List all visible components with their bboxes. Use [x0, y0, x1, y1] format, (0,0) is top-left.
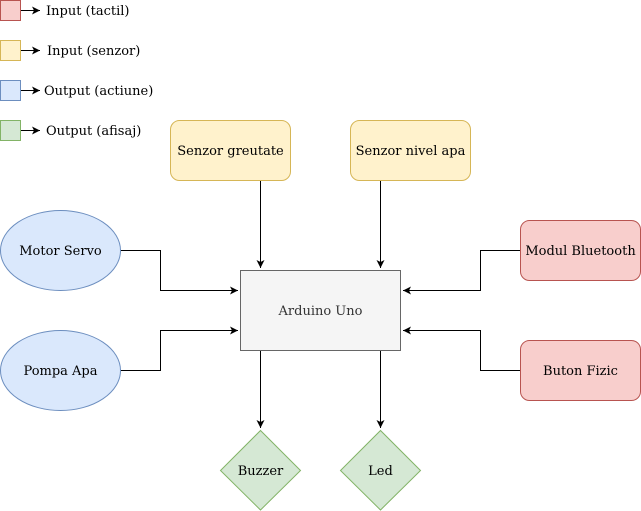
node-label: Pompa Apa [23, 364, 97, 379]
node-led: Led [339, 429, 422, 511]
node-label: Motor Servo [19, 244, 102, 259]
connectors [120, 180, 520, 428]
legend-label: Output (actiune) [44, 84, 153, 99]
legend-item-input-tactil: Input (tactil) [0, 0, 130, 21]
connector-buton-fizic-to-arduino [403, 326, 520, 371]
legend-item-input-senzor: Input (senzor) [0, 40, 140, 61]
legend-swatch-input-tactil [0, 0, 21, 21]
legend-item-output-afisaj: Output (afisaj) [0, 120, 141, 141]
connector-motor-servo-to-arduino [120, 250, 238, 295]
node-buzzer: Buzzer [219, 429, 302, 511]
legend-swatch-output-afisaj [0, 120, 21, 141]
node-modul-bluetooth: Modul Bluetooth [520, 220, 641, 281]
legend-label: Output (afisaj) [46, 124, 141, 139]
node-pompa-apa: Pompa Apa [0, 330, 121, 411]
node-motor-servo: Motor Servo [0, 210, 121, 291]
legend-swatch-input-senzor [0, 40, 21, 61]
connector-modul-bluetooth-to-arduino [403, 250, 520, 295]
legend-item-output-actiune: Output (actiune) [0, 80, 153, 101]
node-label: Modul Bluetooth [525, 244, 636, 259]
node-label: Buton Fizic [543, 364, 618, 379]
connector-pompa-apa-to-arduino [120, 326, 238, 371]
node-label: Arduino Uno [278, 304, 363, 319]
node-senzor-nivel-apa: Senzor nivel apa [350, 120, 471, 181]
node-arduino-uno: Arduino Uno [240, 270, 401, 351]
legend-label: Input (senzor) [47, 44, 140, 59]
node-label: Senzor greutate [177, 144, 284, 159]
node-buton-fizic: Buton Fizic [520, 340, 641, 401]
node-label: Led [368, 464, 393, 479]
legend-swatch-output-actiune [0, 80, 21, 101]
node-label: Buzzer [238, 464, 284, 479]
legend-label: Input (tactil) [46, 4, 130, 19]
legend: Input (tactil) Input (senzor) Output (ac… [0, 0, 153, 141]
node-label: Senzor nivel apa [356, 144, 466, 159]
node-senzor-greutate: Senzor greutate [170, 120, 291, 181]
